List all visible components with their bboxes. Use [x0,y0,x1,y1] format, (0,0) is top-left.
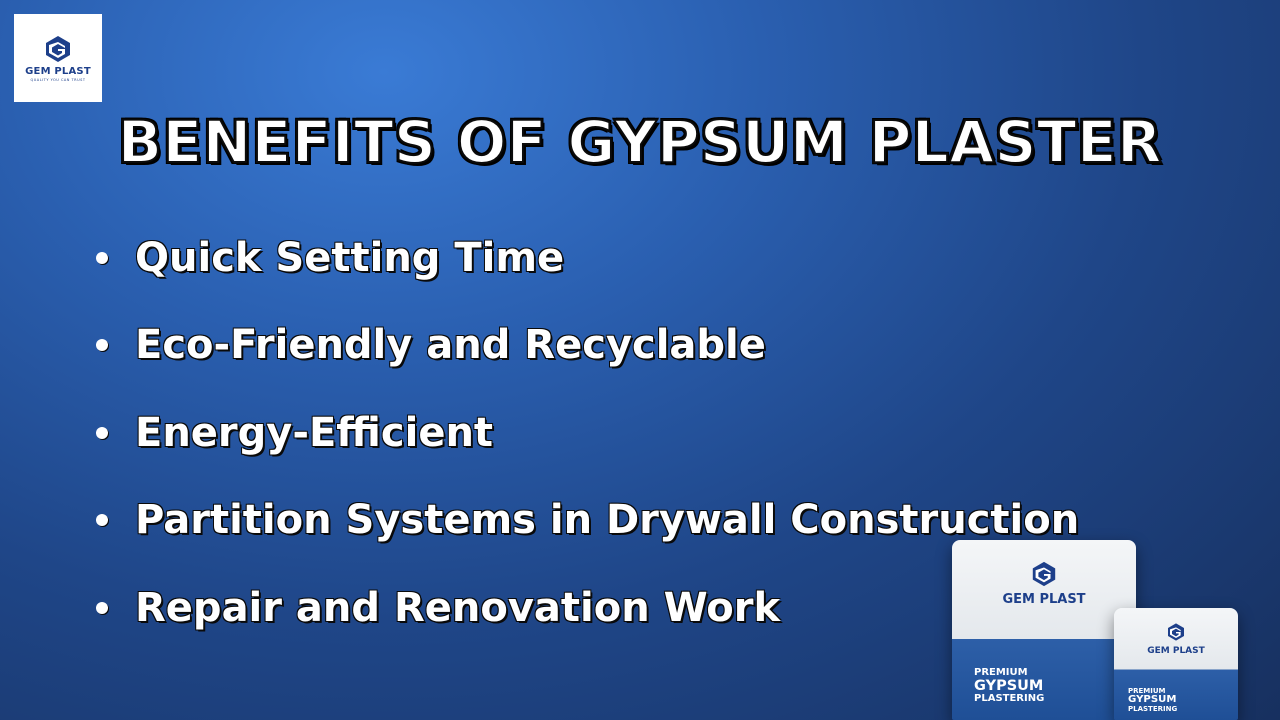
benefit-item: Energy-Efficient [96,389,1079,477]
bag-label-line: GYPSUM [1128,694,1177,706]
bag-label-line: PREMIUM [974,667,1028,678]
brand-logo: GEM PLAST QUALITY YOU CAN TRUST [14,14,102,102]
benefit-item: Partition Systems in Drywall Constructio… [96,477,1079,565]
benefit-text: Quick Setting Time [135,234,565,281]
gem-plast-logo-icon [1032,561,1056,587]
benefit-item: Repair and Renovation Work [96,564,1079,652]
bag-label: PREMIUM GYPSUM PLASTERING [1128,687,1178,713]
bag-label-line: PLASTERING [1128,705,1178,713]
bullet-icon [96,601,108,614]
product-bag-small: GEM PLAST PREMIUM GYPSUM PLASTERING [1114,608,1238,720]
bullet-icon [96,339,108,352]
gem-plast-logo-icon [46,36,70,62]
gem-plast-logo-icon [1168,623,1184,641]
bag-label-line: PLASTERING [974,692,1045,704]
benefit-text: Eco-Friendly and Recyclable [135,322,766,369]
page-title: BENEFITS OF GYPSUM PLASTER [117,107,1163,177]
bag-label-line: PREMIUM [1128,687,1166,695]
bullet-icon [96,426,108,439]
product-bag-large: GEM PLAST PREMIUM GYPSUM PLASTERING [952,540,1136,720]
bag-label-line: GYPSUM [974,677,1044,694]
bullet-icon [96,514,108,527]
benefit-text: Repair and Renovation Work [135,584,781,631]
logo-tagline: QUALITY YOU CAN TRUST [30,78,86,82]
benefit-text: Energy-Efficient [135,409,494,456]
bag-brand: GEM PLAST [1147,646,1205,656]
benefit-item: Quick Setting Time [96,214,1079,302]
bag-brand: GEM PLAST [1002,592,1086,607]
logo-name: GEM PLAST [25,66,91,77]
benefit-item: Eco-Friendly and Recyclable [96,302,1079,390]
bag-label: PREMIUM GYPSUM PLASTERING [974,667,1045,704]
bullet-icon [96,251,108,264]
benefit-text: Partition Systems in Drywall Constructio… [135,497,1080,544]
benefits-list: Quick Setting Time Eco-Friendly and Recy… [96,214,1079,652]
